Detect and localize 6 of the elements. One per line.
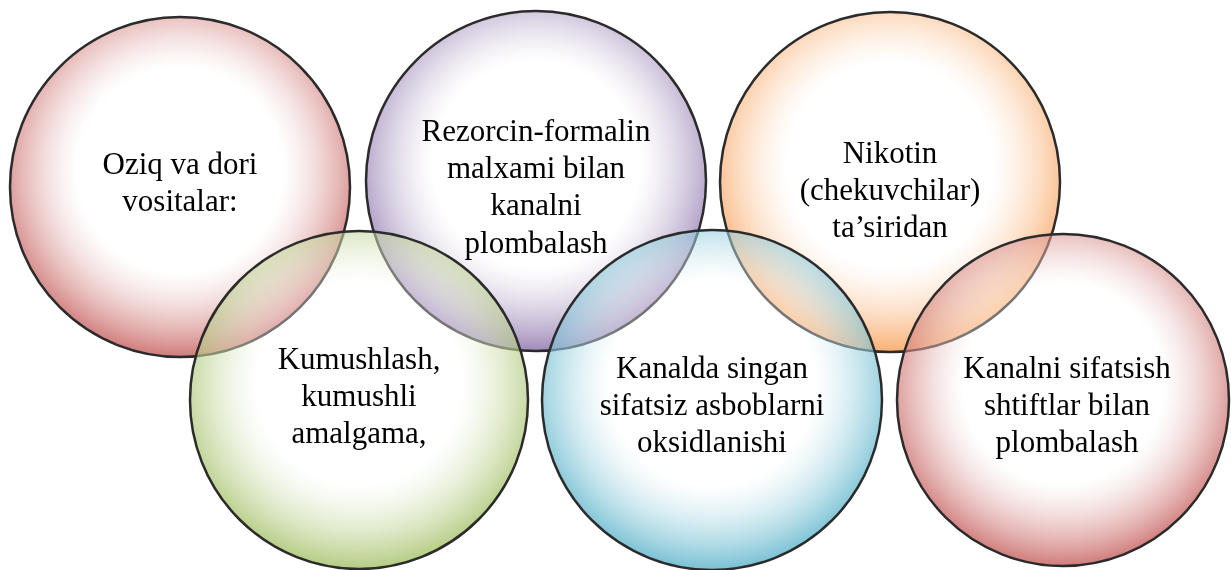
circle-label: Nikotin (chekuvchilar) ta’siridan (798, 134, 982, 246)
circle-label: Kumushlash, kumushli amalgama, (276, 340, 442, 452)
circle-label: Oziq va dori vositalar: (101, 144, 259, 220)
circle-label: Rezorcin-formalin malxami bilan kanalni plombalash (421, 111, 651, 261)
circle-label: Kanalda singan sifatsiz asboblarni oksidlanishi (598, 349, 826, 461)
circle-label: Kanalni sifatsish shtiftlar bilan plombalash (962, 349, 1172, 461)
